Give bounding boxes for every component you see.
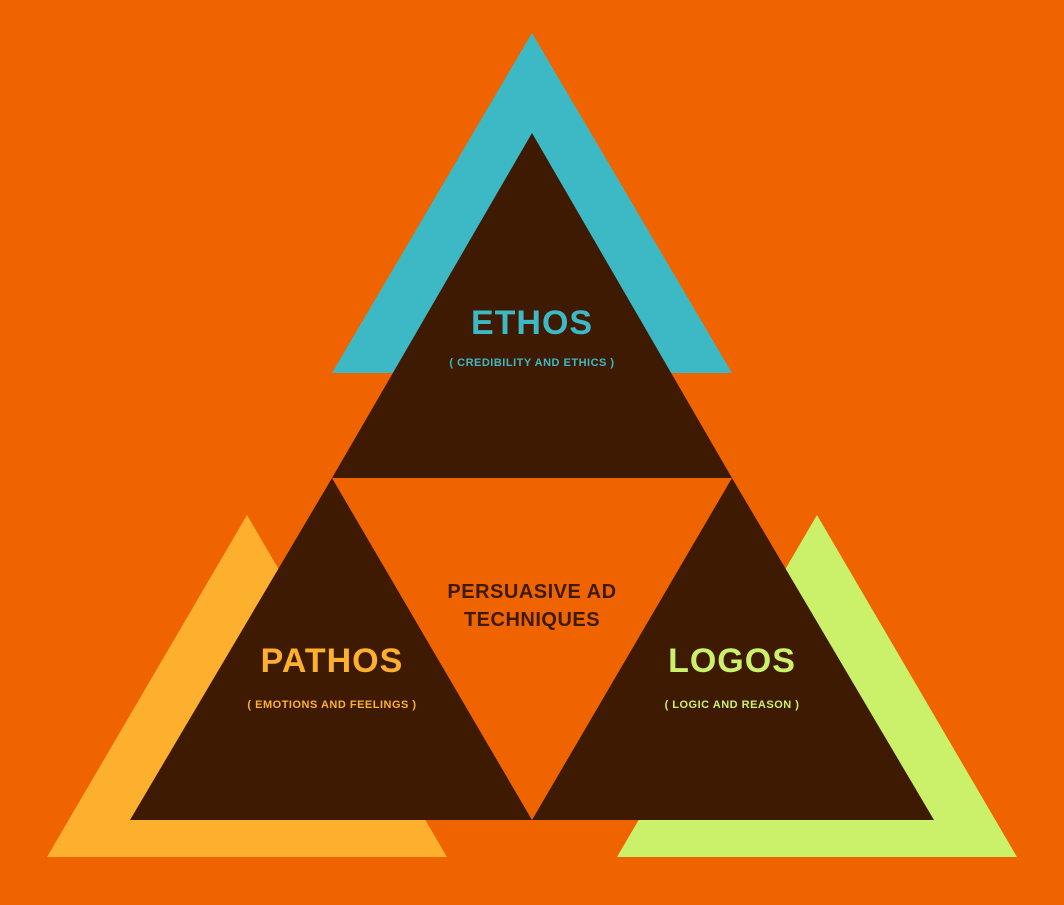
center-title-line-2: TECHNIQUES	[464, 609, 600, 631]
logos-title: LOGOS	[668, 642, 796, 680]
pathos-inner-triangle	[130, 478, 532, 820]
ethos-title: ETHOS	[471, 304, 593, 342]
pathos-subtitle: ( EMOTIONS AND FEELINGS )	[247, 699, 416, 711]
center-title-line-1: PERSUASIVE AD	[447, 581, 616, 603]
ethos-subtitle: ( CREDIBILITY AND ETHICS )	[449, 357, 614, 369]
logos-inner-triangle	[532, 478, 934, 820]
ethos-inner-triangle	[332, 133, 732, 478]
logos-subtitle: ( LOGIC AND REASON )	[665, 699, 800, 711]
center-triangle	[336, 480, 728, 815]
pathos-title: PATHOS	[261, 642, 404, 680]
